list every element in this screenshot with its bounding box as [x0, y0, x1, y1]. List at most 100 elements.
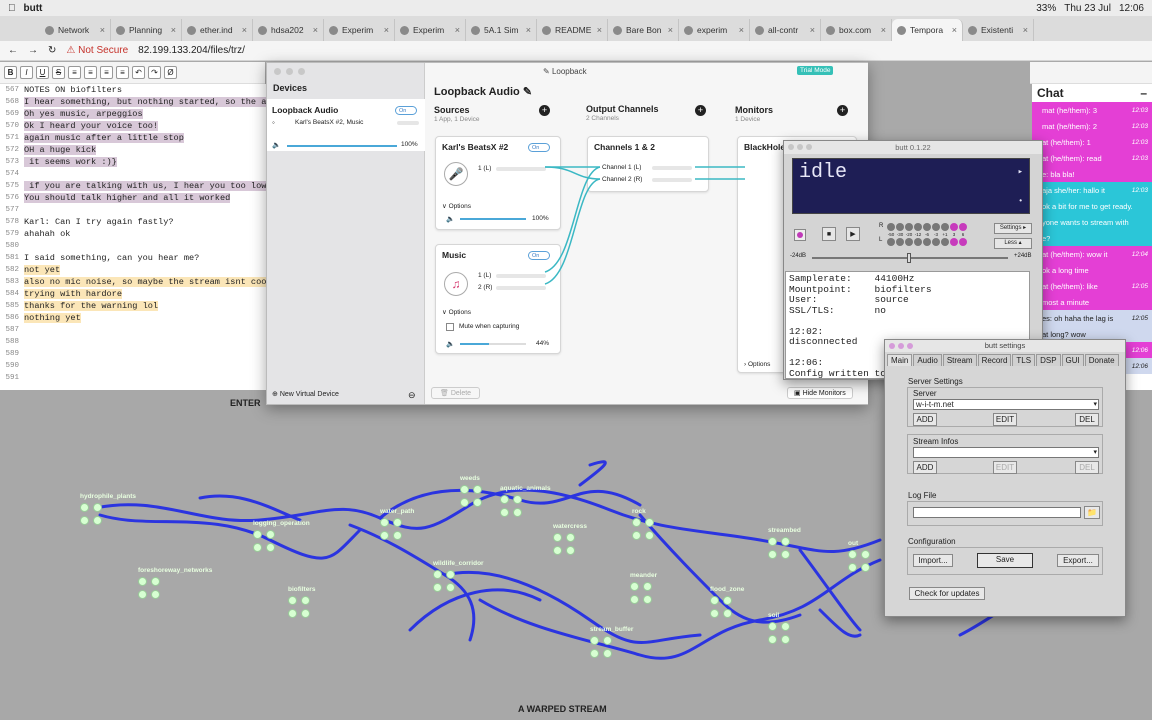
- strike-button[interactable]: S: [52, 66, 65, 79]
- browser-tab[interactable]: ether.ind×: [182, 19, 253, 41]
- monitor-options[interactable]: › Options: [744, 361, 771, 368]
- editor-line[interactable]: 575 if you are talking with us, I hear y…: [0, 180, 268, 192]
- settings-tab[interactable]: Main: [887, 354, 913, 366]
- indent-icon[interactable]: ≡: [100, 66, 113, 79]
- play-icon[interactable]: [253, 530, 262, 539]
- device-item[interactable]: Loopback Audio On ◦ Karl's BeatsX #2, Mu…: [267, 99, 425, 151]
- minimize-icon[interactable]: –: [1140, 86, 1147, 100]
- window-controls[interactable]: [267, 63, 424, 80]
- play-icon[interactable]: [553, 533, 562, 542]
- browser-tab[interactable]: 5A.1 Sim×: [466, 19, 537, 41]
- stream-node[interactable]: meander: [630, 572, 657, 604]
- source-card-beatsx[interactable]: Karl's BeatsX #2 On 🎤 1 (L) ∨ Options 🔈 …: [435, 136, 561, 230]
- volume-up-icon[interactable]: [433, 583, 442, 592]
- stop-icon[interactable]: [446, 570, 455, 579]
- volume-up-icon[interactable]: [630, 595, 639, 604]
- info-add-button[interactable]: ADD: [913, 461, 937, 474]
- close-icon[interactable]: ×: [1022, 25, 1028, 35]
- close-icon[interactable]: ×: [880, 25, 886, 35]
- volume-up-icon[interactable]: [710, 609, 719, 618]
- stream-node[interactable]: logging_operation: [253, 520, 310, 552]
- editor-line[interactable]: 588: [0, 336, 268, 348]
- browser-tab[interactable]: hdsa202×: [253, 19, 324, 41]
- editor-line[interactable]: 591: [0, 372, 268, 384]
- hide-monitors-button[interactable]: ▣ Hide Monitors: [787, 387, 853, 399]
- options-toggle[interactable]: ∨ Options: [442, 203, 471, 210]
- server-add-button[interactable]: ADD: [913, 413, 937, 426]
- stream-node[interactable]: watercress: [553, 523, 587, 555]
- editor-line[interactable]: 577: [0, 204, 268, 216]
- stream-node[interactable]: weeds: [460, 475, 482, 507]
- remove-device-icon[interactable]: ⊖: [408, 390, 416, 400]
- window-controls[interactable]: [788, 144, 812, 150]
- stop-icon[interactable]: [723, 596, 732, 605]
- delete-button[interactable]: 🗑 Delete: [431, 387, 481, 399]
- close-icon[interactable]: ×: [596, 25, 602, 35]
- stream-node[interactable]: water_path: [380, 508, 414, 540]
- browser-tab[interactable]: experim×: [679, 19, 750, 41]
- device-toggle[interactable]: On: [395, 106, 417, 115]
- volume-up-icon[interactable]: [138, 590, 147, 599]
- browser-tab[interactable]: box.com×: [821, 19, 892, 41]
- volume-up-icon[interactable]: [768, 635, 777, 644]
- volume-down-icon[interactable]: [393, 531, 402, 540]
- check-updates-button[interactable]: Check for updates: [909, 587, 985, 600]
- stop-icon[interactable]: [301, 596, 310, 605]
- volume-down-icon[interactable]: [93, 516, 102, 525]
- volume-down-icon[interactable]: [781, 635, 790, 644]
- stream-node[interactable]: biofilters: [288, 586, 315, 618]
- editor-line[interactable]: 580: [0, 240, 268, 252]
- browser-tab[interactable]: Experim×: [395, 19, 466, 41]
- stop-icon[interactable]: [603, 636, 612, 645]
- volume-up-icon[interactable]: [80, 516, 89, 525]
- browser-tab[interactable]: Existenti×: [963, 19, 1034, 41]
- settings-tab[interactable]: GUI: [1061, 354, 1084, 366]
- close-icon[interactable]: ×: [809, 25, 815, 35]
- server-del-button[interactable]: DEL: [1075, 413, 1099, 426]
- menubar-time[interactable]: 12:06: [1118, 2, 1144, 14]
- source-toggle[interactable]: On: [528, 143, 550, 152]
- volume-up-icon[interactable]: [288, 609, 297, 618]
- play-icon[interactable]: [768, 537, 777, 546]
- info-edit-button[interactable]: EDIT: [993, 461, 1017, 474]
- close-icon[interactable]: ×: [170, 25, 176, 35]
- close-icon[interactable]: ×: [241, 25, 247, 35]
- browser-tab[interactable]: Experim×: [324, 19, 395, 41]
- close-icon[interactable]: ×: [525, 25, 531, 35]
- stream-node[interactable]: out: [848, 540, 870, 572]
- bold-button[interactable]: B: [4, 66, 17, 79]
- volume-down-icon[interactable]: [566, 546, 575, 555]
- app-menu[interactable]: butt: [16, 2, 43, 14]
- gain-slider[interactable]: [812, 253, 1008, 263]
- stop-icon[interactable]: [566, 533, 575, 542]
- volume-down-icon[interactable]: [513, 508, 522, 517]
- server-select[interactable]: w-i-t-m.net▾: [913, 399, 1099, 410]
- play-icon[interactable]: [710, 596, 719, 605]
- settings-tab[interactable]: TLS: [1012, 354, 1036, 366]
- ordered-list-icon[interactable]: ≡: [68, 66, 81, 79]
- stop-button[interactable]: ■: [822, 227, 836, 241]
- play-icon[interactable]: [590, 636, 599, 645]
- play-icon[interactable]: [630, 582, 639, 591]
- add-monitor-button[interactable]: +: [837, 105, 848, 116]
- forward-icon[interactable]: →: [28, 45, 38, 56]
- close-icon[interactable]: ×: [99, 25, 105, 35]
- save-button[interactable]: Save: [977, 553, 1033, 568]
- close-icon[interactable]: ×: [667, 25, 673, 35]
- stop-icon[interactable]: [513, 495, 522, 504]
- back-icon[interactable]: ←: [8, 45, 18, 56]
- stream-node[interactable]: foreshoreway_networks: [138, 567, 212, 599]
- browser-tab[interactable]: all-contr×: [750, 19, 821, 41]
- play-icon[interactable]: [632, 518, 641, 527]
- close-icon[interactable]: ×: [738, 25, 744, 35]
- stream-node[interactable]: stream_buffer: [590, 626, 633, 658]
